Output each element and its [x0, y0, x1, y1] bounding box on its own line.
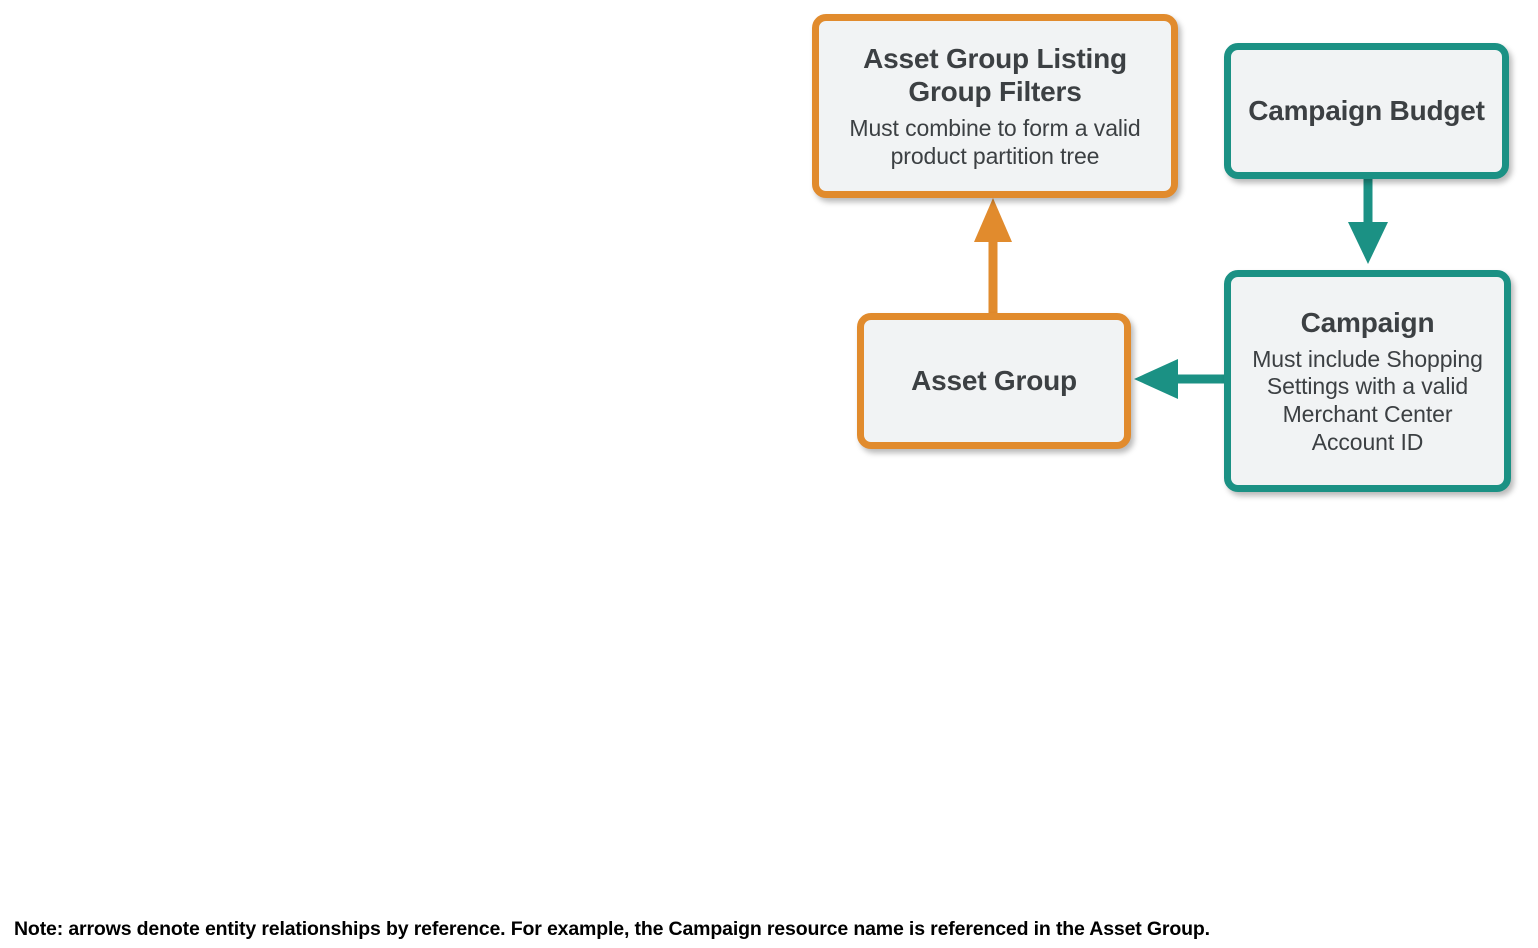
- edge-asset-group-to-listing-group-filters: [974, 198, 1012, 313]
- node-title: Asset Group: [911, 365, 1077, 397]
- arrowhead-left-teal: [1134, 359, 1178, 399]
- node-campaign-budget[interactable]: Campaign Budget: [1224, 43, 1509, 179]
- node-title: Campaign Budget: [1248, 95, 1485, 127]
- node-asset-group-listing-group-filters[interactable]: Asset Group Listing Group Filters Must c…: [812, 14, 1178, 198]
- arrowhead-down-teal: [1348, 222, 1388, 264]
- edge-campaign-to-asset-group: [1134, 359, 1224, 399]
- arrowhead-up-orange: [974, 198, 1012, 242]
- diagram-footnote: Note: arrows denote entity relationships…: [14, 918, 1210, 940]
- node-title: Campaign: [1300, 306, 1435, 338]
- node-subtitle: Must combine to form a valid product par…: [849, 114, 1141, 169]
- node-subtitle: Must include Shopping Settings with a va…: [1252, 345, 1483, 455]
- edge-campaign-budget-to-campaign: [1348, 179, 1388, 264]
- node-asset-group[interactable]: Asset Group: [857, 313, 1131, 449]
- node-title: Asset Group Listing Group Filters: [863, 42, 1127, 107]
- node-campaign[interactable]: Campaign Must include Shopping Settings …: [1224, 270, 1511, 492]
